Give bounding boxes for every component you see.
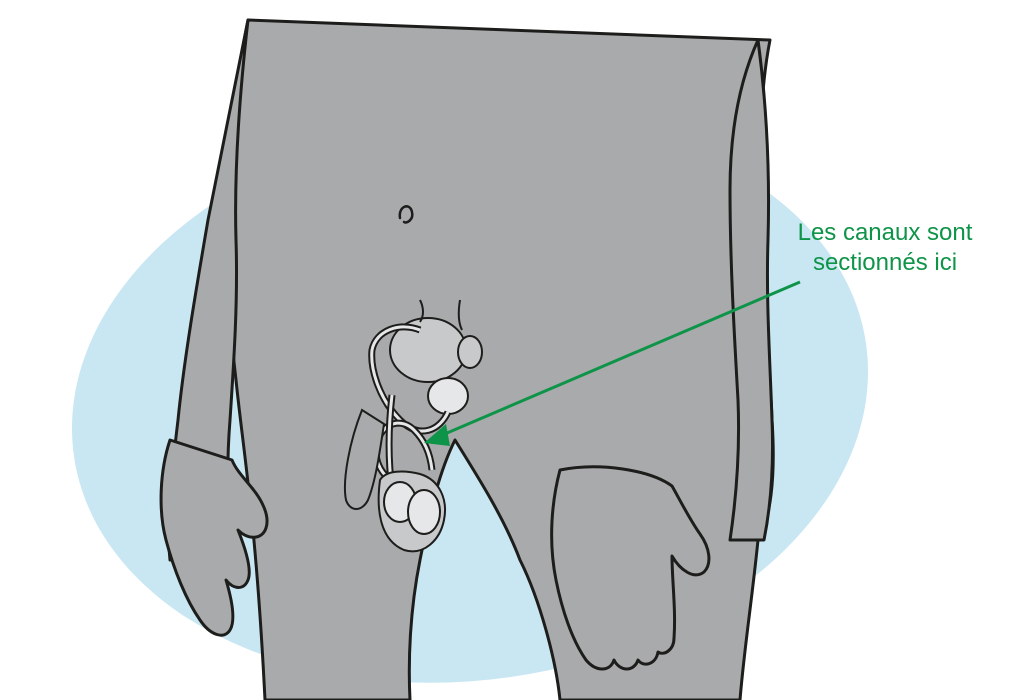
annotation-label: Les canaux sont sectionnés ici <box>760 218 1010 278</box>
annotation-line-1: Les canaux sont <box>760 218 1010 248</box>
right-arm <box>730 40 773 540</box>
prostate <box>428 378 468 414</box>
annotation-line-2: sectionnés ici <box>760 248 1010 278</box>
seminal-vesicle <box>458 336 482 368</box>
testis-right <box>408 490 440 534</box>
